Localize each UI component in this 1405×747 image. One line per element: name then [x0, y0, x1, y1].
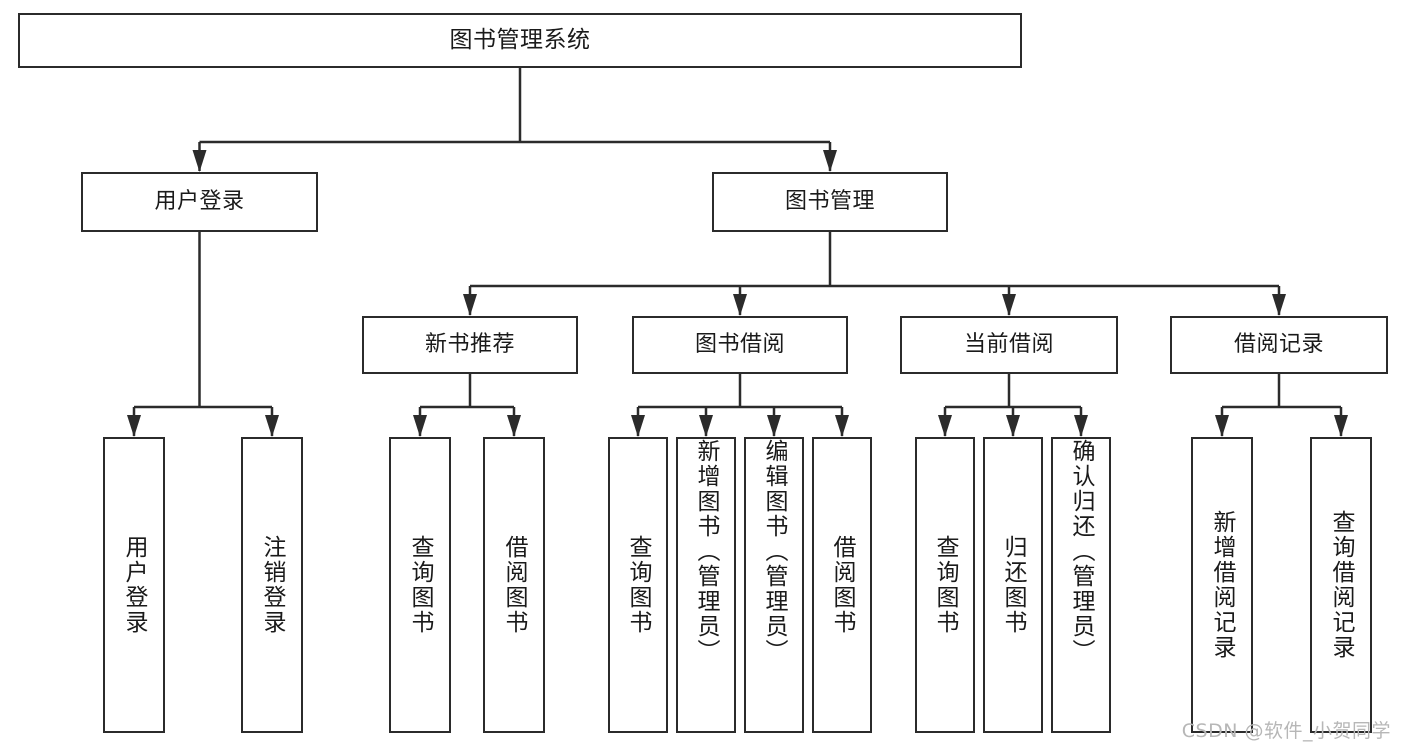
arrow-head-icon-leaf-borrow-book-1 [507, 415, 521, 437]
node-leaf-query-book-1: 查询图书 [389, 437, 451, 733]
arrow-head-icon-leaf-return-book [1006, 415, 1020, 437]
node-book-borrow: 图书借阅 [632, 316, 848, 374]
arrow-head-icon-leaf-add-record [1215, 415, 1229, 437]
node-label-leaf-add-record: 新增借阅记录 [1209, 510, 1236, 660]
arrow-head-icon-current-borrow [1002, 294, 1016, 316]
node-label-leaf-add-book: 新增图书（管理员） [693, 439, 720, 664]
node-leaf-borrow-book-2: 借阅图书 [812, 437, 872, 733]
node-label-book-borrow: 图书借阅 [694, 332, 785, 358]
arrow-head-icon-book-manage [823, 150, 837, 172]
arrow-head-icon-leaf-query-book-1 [413, 415, 427, 437]
arrow-head-icon-user-login [192, 150, 207, 172]
node-label-leaf-user-login: 用户登录 [121, 535, 148, 635]
node-label-leaf-query-book-3: 查询图书 [932, 535, 959, 635]
node-new-book-recommend: 新书推荐 [362, 316, 578, 374]
node-label-current-borrow: 当前借阅 [963, 332, 1054, 358]
arrow-head-icon-leaf-user-logout [265, 415, 279, 437]
arrow-head-icon-leaf-borrow-book-2 [835, 415, 849, 437]
node-label-leaf-borrow-book-2: 借阅图书 [829, 535, 856, 635]
node-leaf-return-book: 归还图书 [983, 437, 1043, 733]
node-label-leaf-user-logout: 注销登录 [259, 535, 286, 635]
node-label-new-book-recommend: 新书推荐 [424, 332, 515, 358]
node-leaf-query-book-3: 查询图书 [915, 437, 975, 733]
node-leaf-add-book: 新增图书（管理员） [676, 437, 736, 733]
arrow-head-icon-leaf-user-login [127, 415, 141, 437]
watermark-text: CSDN @软件_小贺同学 [1181, 720, 1391, 742]
node-label-leaf-query-book-1: 查询图书 [407, 535, 434, 635]
arrow-head-icon-book-borrow [733, 294, 747, 316]
node-current-borrow: 当前借阅 [900, 316, 1118, 374]
node-leaf-add-record: 新增借阅记录 [1191, 437, 1253, 733]
node-label-leaf-return-book: 归还图书 [1000, 535, 1027, 635]
node-book-manage: 图书管理 [712, 172, 948, 232]
node-label-user-login: 用户登录 [154, 189, 245, 215]
node-user-login: 用户登录 [81, 172, 318, 232]
node-leaf-user-logout: 注销登录 [241, 437, 303, 733]
arrow-head-icon-new-book-recommend [463, 294, 477, 316]
node-leaf-query-record: 查询借阅记录 [1310, 437, 1372, 733]
node-label-borrow-record: 借阅记录 [1233, 332, 1324, 358]
node-label-root: 图书管理系统 [449, 26, 591, 53]
arrow-head-icon-leaf-add-book [699, 415, 713, 437]
arrow-head-icon-leaf-query-book-3 [938, 415, 952, 437]
node-leaf-user-login: 用户登录 [103, 437, 165, 733]
node-label-leaf-query-record: 查询借阅记录 [1328, 510, 1355, 660]
arrow-head-icon-borrow-record [1272, 294, 1286, 316]
node-label-leaf-query-book-2: 查询图书 [625, 535, 652, 635]
node-label-book-manage: 图书管理 [784, 189, 875, 215]
node-root: 图书管理系统 [18, 13, 1022, 68]
node-leaf-confirm-return: 确认归还（管理员） [1051, 437, 1111, 733]
arrow-head-icon-leaf-confirm-return [1074, 415, 1088, 437]
node-borrow-record: 借阅记录 [1170, 316, 1388, 374]
node-label-leaf-borrow-book-1: 借阅图书 [501, 535, 528, 635]
node-label-leaf-edit-book: 编辑图书（管理员） [761, 439, 788, 664]
arrow-head-icon-leaf-edit-book [767, 415, 781, 437]
node-leaf-edit-book: 编辑图书（管理员） [744, 437, 804, 733]
arrow-head-icon-leaf-query-book-2 [631, 415, 645, 437]
node-leaf-query-book-2: 查询图书 [608, 437, 668, 733]
node-leaf-borrow-book-1: 借阅图书 [483, 437, 545, 733]
node-label-leaf-confirm-return: 确认归还（管理员） [1068, 439, 1095, 664]
arrow-head-icon-leaf-query-record [1334, 415, 1348, 437]
